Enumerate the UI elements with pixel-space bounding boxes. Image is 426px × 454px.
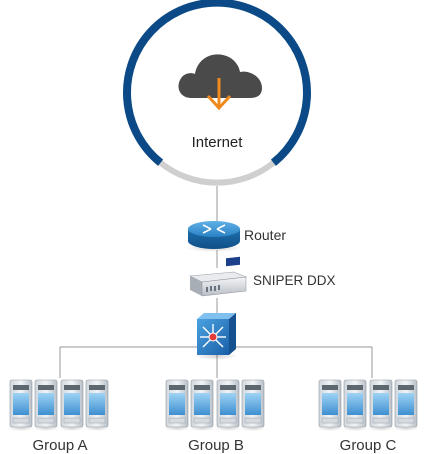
group-c-label: Group C: [339, 437, 397, 454]
server-icon: [215, 379, 241, 431]
sniper-ddx-appliance-icon: [188, 256, 248, 297]
cloud-download-icon: [178, 54, 262, 111]
server-icon: [33, 379, 59, 431]
server-icon: [368, 379, 394, 431]
group-a-label: Group A: [32, 437, 88, 454]
server-icon: [59, 379, 85, 431]
group-b-label: Group B: [188, 437, 244, 454]
server-icon: [342, 379, 368, 431]
server-icon: [189, 379, 215, 431]
ring-top-arc: [123, 0, 311, 166]
server-icon: [164, 379, 190, 431]
group-b-servers: [164, 379, 266, 431]
group-a-servers: [8, 379, 110, 431]
server-icon: [84, 379, 110, 431]
sniper-ddx-label: SNIPER DDX: [253, 273, 336, 288]
server-icon: [317, 379, 343, 431]
group-c-servers: [317, 379, 419, 431]
switch-icon: [194, 313, 238, 360]
router-icon: [186, 221, 242, 252]
ring-bottom-arc: [158, 160, 276, 186]
router-label: Router: [244, 227, 287, 243]
internet-node: [123, 0, 311, 186]
server-icon: [393, 379, 419, 431]
internet-label: Internet: [191, 134, 243, 151]
server-icon: [240, 379, 266, 431]
server-icon: [8, 379, 34, 431]
